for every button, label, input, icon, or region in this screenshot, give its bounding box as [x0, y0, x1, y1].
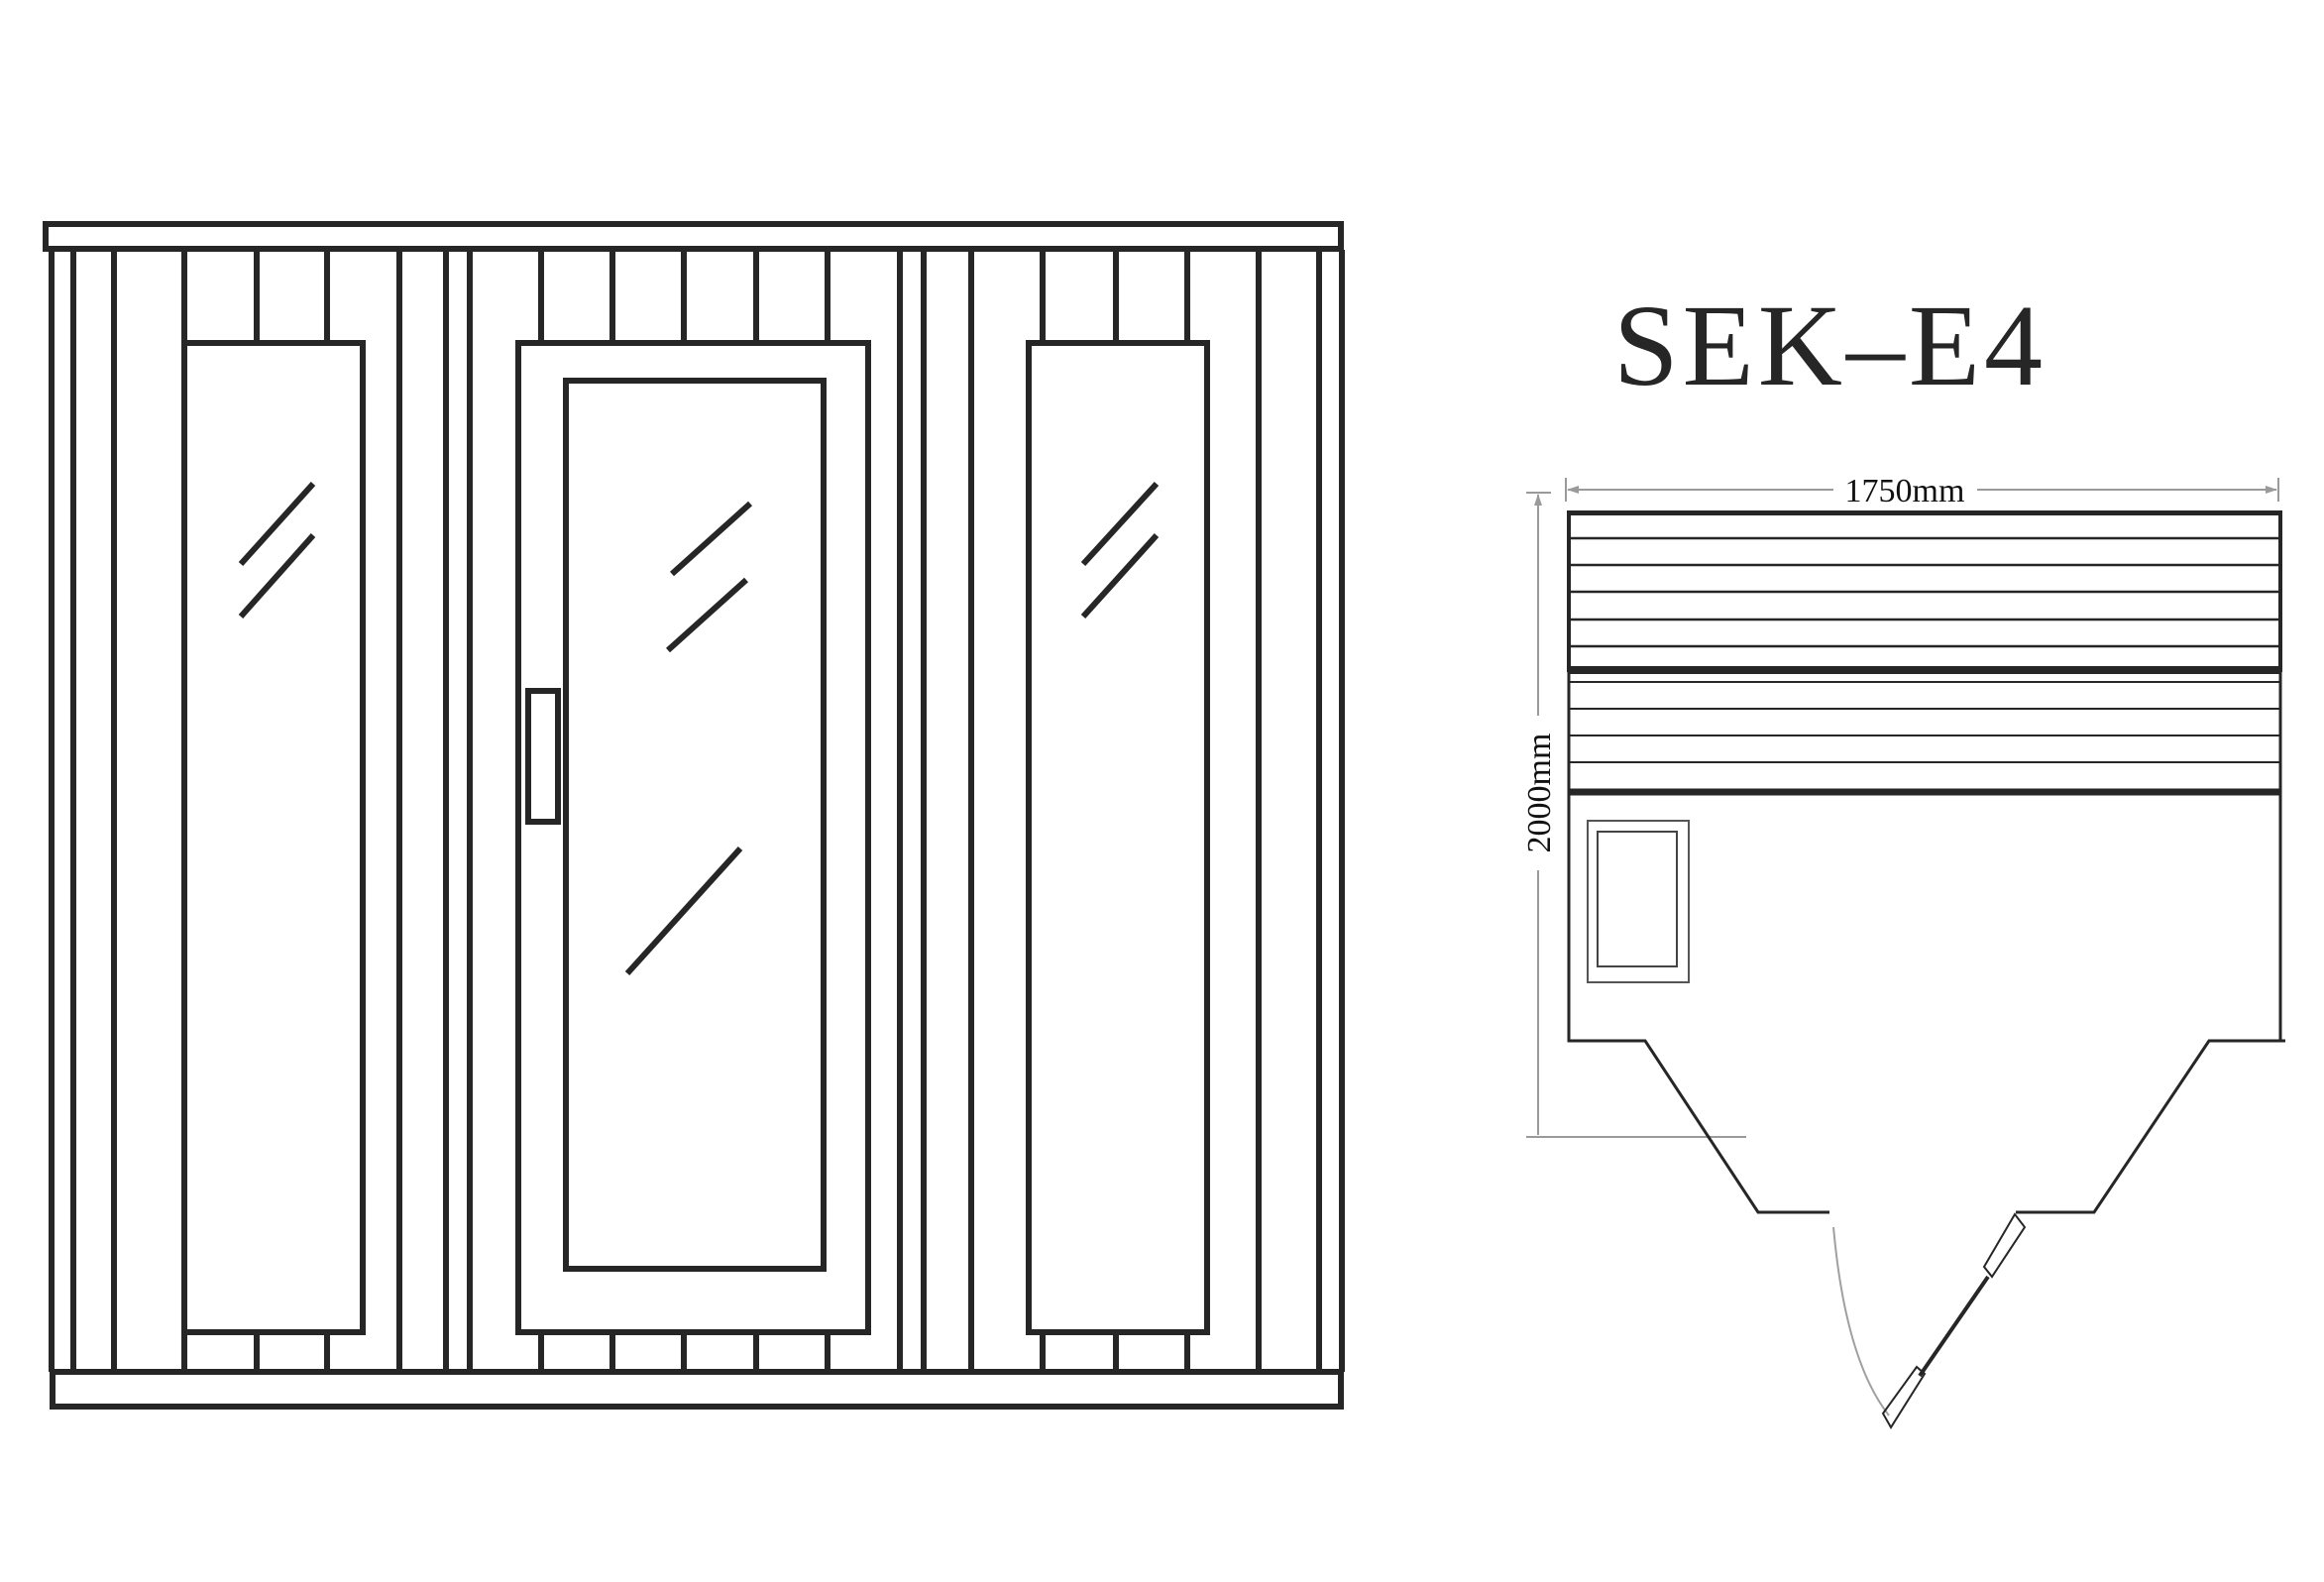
door-leaf-glass	[1881, 1212, 2027, 1429]
right-window-stubs	[1040, 250, 1190, 1372]
width-label: 1750mm	[1845, 473, 1965, 509]
top-cap	[43, 221, 1344, 252]
vertical-slats	[49, 250, 1345, 1372]
door-glare-icon	[624, 501, 753, 976]
floor-plan: 1750mm 2000mm	[1521, 473, 2285, 1429]
bottom-base	[50, 1369, 1344, 1410]
bench-upper-slats	[1569, 536, 2280, 648]
front-elevation	[43, 221, 1345, 1410]
left-window-glare-icon	[238, 481, 316, 619]
door-frame	[515, 340, 871, 1335]
door-leaf	[1918, 1275, 1990, 1378]
right-window	[1026, 340, 1210, 1335]
door-handle	[525, 688, 561, 825]
cabin-outline-right	[2016, 670, 2285, 1214]
door-swing-arc	[1832, 1226, 1890, 1416]
bench-lower-slats	[1569, 681, 2280, 763]
heater-inner	[1597, 831, 1678, 967]
heater-outer	[1587, 820, 1690, 983]
model-title: SEK–E4	[1613, 281, 2047, 410]
left-window	[181, 340, 366, 1335]
left-window-stubs	[181, 250, 330, 1372]
cabin-outline	[1567, 670, 1829, 1214]
right-window-glare-icon	[1080, 481, 1160, 620]
door-stubs	[538, 250, 830, 1372]
width-dimension	[1565, 478, 2279, 502]
door-glass	[563, 378, 827, 1272]
depth-label: 2000mm	[1521, 734, 1558, 853]
